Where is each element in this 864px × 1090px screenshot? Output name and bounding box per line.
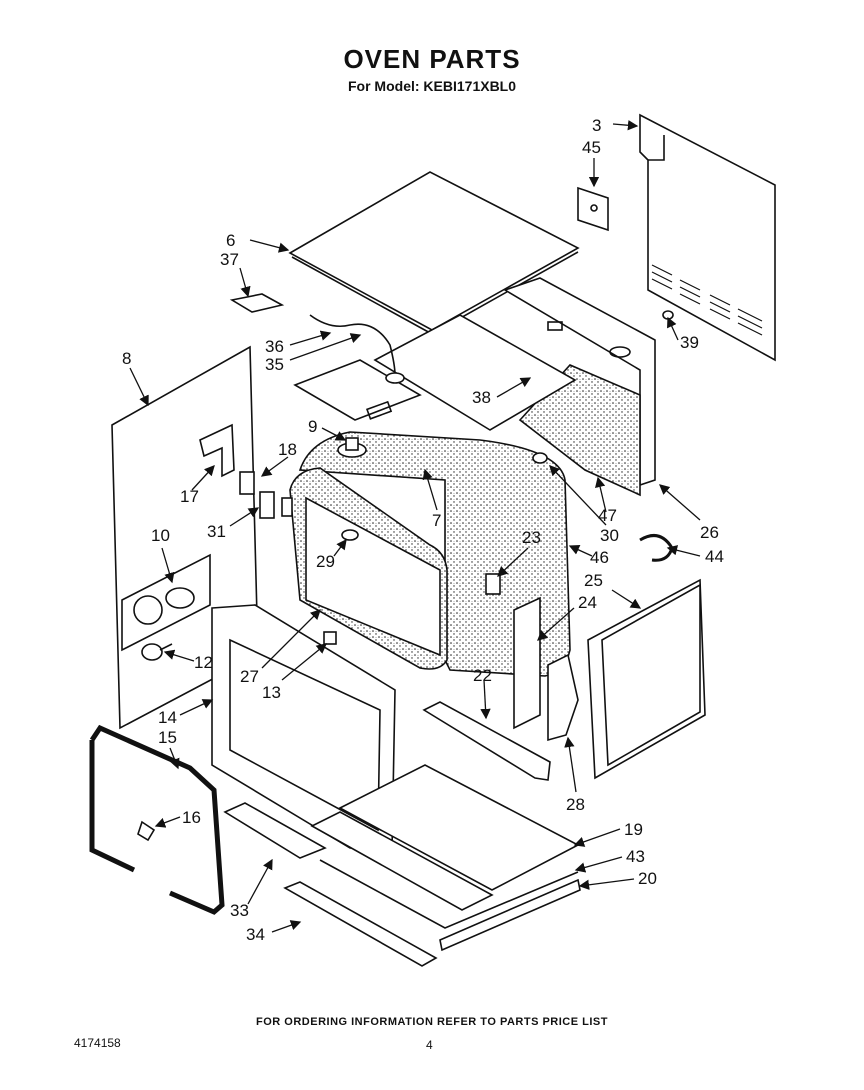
callout-19: 19: [624, 820, 643, 839]
callout-26: 26: [700, 523, 719, 542]
bottom-trim-part-43: [319, 859, 579, 929]
diagram-title: OVEN PARTS: [343, 44, 521, 74]
plug-part-30: [532, 452, 548, 464]
callout-numbers: 3 45 6 37 39 36 35 8 38 9 18 7 17 31 47 …: [122, 116, 724, 944]
callout-44: 44: [705, 547, 724, 566]
callout-38: 38: [472, 388, 491, 407]
callout-30: 30: [600, 526, 619, 545]
support-rail-part-22: [422, 701, 551, 781]
callout-17: 17: [180, 487, 199, 506]
callout-36: 36: [265, 337, 284, 356]
callout-22: 22: [473, 666, 492, 685]
callout-24: 24: [578, 593, 597, 612]
callout-13: 13: [262, 683, 281, 702]
callout-9: 9: [308, 417, 317, 436]
callout-46: 46: [590, 548, 609, 567]
callout-45: 45: [582, 138, 601, 157]
switch-part-18: [239, 471, 255, 495]
heat-shield-top: [293, 314, 577, 431]
screw-part-39: [662, 310, 674, 320]
gasket-part-44: [639, 534, 674, 562]
oven-cavity: [289, 431, 571, 677]
ordering-info-note: FOR ORDERING INFORMATION REFER TO PARTS …: [256, 1016, 608, 1028]
callout-33: 33: [230, 901, 249, 920]
rear-panel: [639, 113, 776, 362]
leader-lines: [129, 120, 701, 933]
callout-20: 20: [638, 869, 657, 888]
side-wrapper-panel: [503, 277, 656, 487]
bracket-part-37: [229, 293, 285, 313]
model-subtitle: For Model: KEBI171XBL0: [347, 78, 517, 94]
callout-47: 47: [598, 506, 617, 525]
callout-15: 15: [158, 728, 177, 747]
hinge-receptacle-part-13: [323, 631, 337, 645]
element-fitting-part-9: [337, 437, 367, 458]
kick-plate-part-34: [283, 881, 438, 967]
right-side-panel: [587, 578, 706, 780]
hinge-bracket-part-24: [513, 596, 541, 730]
document-number: 4174158: [74, 1036, 121, 1050]
top-cover-panel: [288, 171, 580, 335]
callout-25: 25: [584, 571, 603, 590]
callout-8: 8: [122, 349, 131, 368]
wiring-harness: [309, 314, 405, 384]
callout-3: 3: [592, 116, 601, 135]
vent-part-33: [223, 802, 327, 859]
callout-14: 14: [158, 708, 177, 727]
callout-23: 23: [522, 528, 541, 547]
bracket-part-23: [485, 573, 501, 595]
callout-39: 39: [680, 333, 699, 352]
callout-43: 43: [626, 847, 645, 866]
callout-16: 16: [182, 808, 201, 827]
bracket-part-45: [577, 186, 609, 232]
hinge-part-28: [547, 653, 579, 742]
page-number: 4: [426, 1038, 433, 1052]
callout-6: 6: [226, 231, 235, 250]
callout-31: 31: [207, 522, 226, 541]
light-bulb-part-12: [141, 643, 173, 661]
light-socket-assembly: [121, 553, 211, 652]
callout-18: 18: [278, 440, 297, 459]
callout-29: 29: [316, 552, 335, 571]
callout-7: 7: [432, 511, 441, 530]
callout-37: 37: [220, 250, 239, 269]
switch-part-31: [259, 491, 293, 519]
callout-27: 27: [240, 667, 259, 686]
door-gasket: [89, 724, 225, 915]
clip-part-16: [137, 820, 156, 842]
callout-12: 12: [194, 653, 213, 672]
bottom-trim-part-20: [439, 878, 581, 952]
callout-10: 10: [151, 526, 170, 545]
callout-35: 35: [265, 355, 284, 374]
bracket-part-17: [199, 423, 235, 478]
callout-34: 34: [246, 925, 265, 944]
callout-28: 28: [566, 795, 585, 814]
